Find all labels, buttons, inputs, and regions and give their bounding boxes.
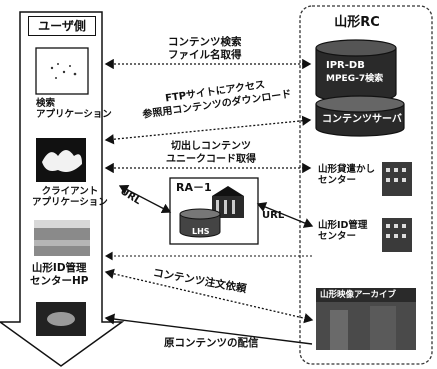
client-app-label: クライアント アプリケーション	[32, 186, 108, 208]
url-right-arrow	[256, 202, 314, 228]
deliver-flow-label: 原コンテンツの配信	[164, 337, 259, 349]
rc-side-title: 山形RC	[334, 15, 380, 30]
rental-center-building-icon	[382, 162, 412, 196]
content-server-cylinder	[315, 95, 405, 137]
id-center-label: 山形ID管理 センター	[318, 220, 368, 242]
search-app-image	[35, 47, 89, 95]
url-left-arrow	[118, 184, 172, 214]
user-side-arrow	[0, 11, 125, 367]
id-center-building-icon	[382, 218, 412, 252]
content-server-label: コンテンツサーバ	[322, 114, 402, 125]
ra-building-icon	[212, 186, 244, 218]
search-flow-label: コンテンツ検索 ファイル名取得	[168, 36, 242, 61]
search-app-label: 検索 アプリケーション	[36, 98, 112, 120]
ra-db-cylinder	[179, 208, 221, 238]
user-side-title: ユーザ側	[28, 16, 96, 36]
order-arrow	[104, 268, 314, 324]
deliver-arrow	[104, 313, 313, 345]
ra-db-label: LHS	[192, 227, 210, 236]
ftp-arrow	[104, 115, 312, 145]
ipr-db-cylinder	[315, 39, 397, 103]
ipr-db-label-2: MPEG-7検索	[326, 74, 384, 84]
archive-label: 山形映像アーカイブ	[320, 290, 396, 300]
center-hp-label: 山形ID管理 センターHP	[30, 262, 89, 287]
rental-center-label: 山形貸遣かし センター	[318, 164, 376, 186]
url-right-label: URL	[262, 210, 285, 221]
cut-flow-label: 切出しコンテンツ ユニークコード取得	[166, 141, 256, 165]
ipr-db-label-1: IPR-DB	[326, 60, 365, 71]
ra-title: RA－1	[176, 181, 212, 194]
